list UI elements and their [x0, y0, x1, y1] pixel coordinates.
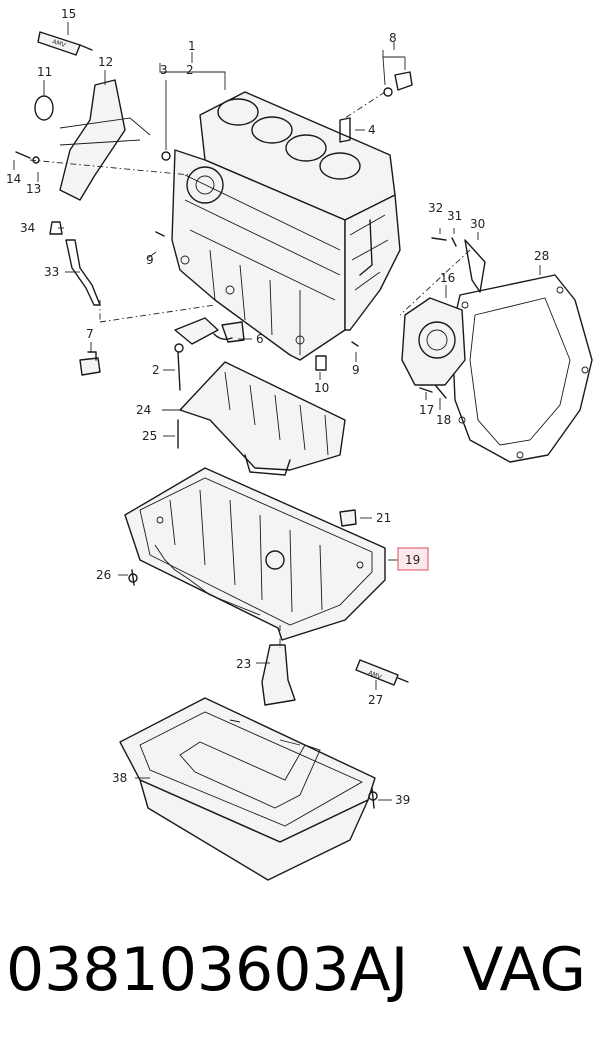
- callout-23: 23: [236, 657, 251, 671]
- baffle-plate: [179, 361, 346, 476]
- callout-12: 12: [98, 55, 113, 69]
- callout-2b: 2: [152, 363, 160, 377]
- rear-seal-flange: [401, 297, 466, 386]
- upper-oil-pan: [124, 467, 386, 641]
- leader-lines: [13, 22, 541, 801]
- sealant-tube-label-right: AMV: [367, 669, 383, 681]
- callout-13: 13: [26, 182, 41, 196]
- lower-oil-pan: [119, 697, 376, 881]
- callout-14: 14: [6, 172, 21, 186]
- callout-11: 11: [37, 65, 52, 79]
- callout-21: 21: [376, 511, 391, 525]
- callout-labels: 1 2 2 3 4 6 7 8 9 9 10 11 12 13 14 15 16…: [6, 7, 549, 807]
- small-parts: [15, 31, 486, 809]
- callout-39: 39: [395, 793, 410, 807]
- callout-30: 30: [470, 217, 485, 231]
- callout-28: 28: [534, 249, 549, 263]
- callout-16: 16: [440, 271, 455, 285]
- callout-26: 26: [96, 568, 111, 582]
- callout-8: 8: [389, 31, 397, 45]
- callout-18: 18: [436, 413, 451, 427]
- gasket-plate: [451, 274, 593, 463]
- callout-19[interactable]: 19: [405, 553, 420, 567]
- callout-38: 38: [112, 771, 127, 785]
- callout-24: 24: [136, 403, 151, 417]
- callout-7: 7: [86, 327, 94, 341]
- callout-15: 15: [61, 7, 76, 21]
- callout-1: 1: [188, 39, 196, 53]
- exploded-parts-diagram: 1 2 2 3 4 6 7 8 9 9 10 11 12 13 14 15 16…: [6, 7, 593, 881]
- callout-9b: 9: [352, 363, 360, 377]
- callout-31: 31: [447, 209, 462, 223]
- callout-3: 3: [160, 63, 168, 77]
- callout-32: 32: [428, 201, 443, 215]
- callout-34: 34: [20, 221, 35, 235]
- footer: 038103603AJ VAG: [0, 930, 600, 1020]
- callout-27: 27: [368, 693, 383, 707]
- callout-2: 2: [186, 63, 194, 77]
- callout-10: 10: [314, 381, 329, 395]
- callout-25: 25: [142, 429, 157, 443]
- sealant-tube-label-top: AMV: [51, 38, 67, 49]
- brand-name: VAG: [462, 935, 586, 1005]
- callout-9a: 9: [146, 253, 154, 267]
- engine-block: [171, 91, 401, 361]
- callout-6: 6: [256, 332, 264, 346]
- highlight-box-19: [397, 547, 429, 571]
- part-number: 038103603AJ: [6, 935, 409, 1005]
- callout-17: 17: [419, 403, 434, 417]
- callout-4: 4: [368, 123, 376, 137]
- callout-33: 33: [44, 265, 59, 279]
